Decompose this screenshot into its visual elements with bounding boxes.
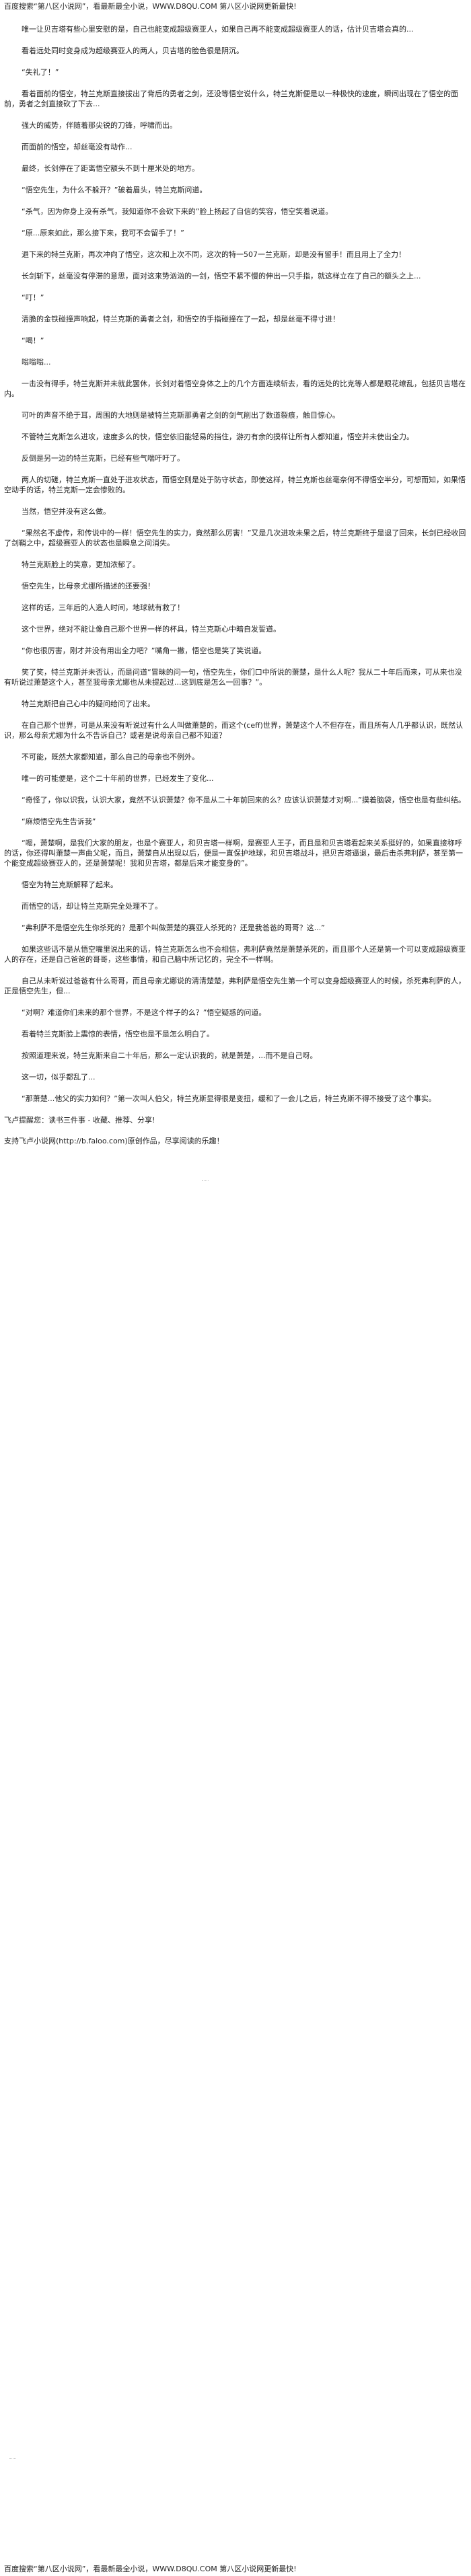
paragraph: 这个世界，绝对不能让像自己那个世界一样的杯具，特兰克斯心中暗自发誓道。: [22, 625, 281, 634]
site-support-link[interactable]: 支持飞卢小说网(http://b.faloo.com)原创作品，尽享阅读的乐趣！: [4, 1137, 224, 1145]
paragraph: 悟空为特兰克斯解释了起来。: [22, 880, 118, 889]
paragraph: 按照道理来说，特兰克斯来自二十年后，那么一定认识我的，就是萧楚，...而不是自己…: [22, 1051, 318, 1060]
paragraph: 最终，长剑停在了距离悟空额头不到十厘米处的地方。: [22, 164, 199, 173]
paragraph: “杀气，因为你身上没有杀气，我知道你不会砍下来的”脸上扬起了自信的笑容，悟空笑着…: [22, 207, 333, 216]
paragraph: 笑了笑，特兰克斯并未否认，而是问道“冒昧的问一句，悟空先生，你们口中所说的萧楚，…: [4, 668, 462, 687]
paragraph: 而面前的悟空，却丝毫没有动作...: [22, 143, 133, 151]
paragraph: 这一切，似乎都乱了...: [22, 1073, 96, 1082]
paragraph: “你也很厉害，刚才并没有用出全力吧？”嘴角一撇，悟空也是笑了笑说道。: [22, 646, 266, 655]
paragraph: 在自己那个世界，可是从来没有听说过有什么人叫做萧楚的，而这个(ceff)世界，萧…: [4, 721, 463, 740]
paragraph: 唯一让贝吉塔有些心里安慰的是，自己也能变成超级赛亚人，如果自己再不能变成超级赛亚…: [22, 25, 414, 34]
paragraph: 特兰克斯把自己心中的疑问给问了出来。: [22, 699, 155, 708]
paragraph: 不管特兰克斯怎么进攻，速度多么的快，悟空依旧能轻易的挡住，游刃有余的摸样让所有人…: [22, 432, 414, 441]
paragraph: 长剑斩下，丝毫没有停滞的意思，面对这来势汹汹的一剑，悟空不紧不慢的伸出一只手指，…: [22, 272, 421, 280]
paragraph: 特兰克斯脸上的笑意，更加浓郁了。: [22, 560, 140, 569]
paragraph: “麻烦悟空先生告诉我”: [22, 817, 96, 826]
paragraph: “悟空先生，为什么不躲开？”破着眉头，特兰克斯问道。: [22, 186, 207, 194]
paragraph: 自己从未听说过爸爸有什么哥哥，而且母亲尤娜说的清清楚楚，弗利萨是悟空先生第一个可…: [4, 977, 466, 995]
paragraph: 强大的威势，伴随着那尖锐的刀锋，呼啸而出。: [22, 121, 177, 130]
paragraph: 反倒是另一边的特兰克斯，已经有些气喘吁吁了。: [22, 454, 184, 463]
paragraph: 可叶的声音不绝于耳，周围的大地则是被特兰克斯那勇者之剑的剑气削出了数道裂痕，触目…: [22, 411, 340, 420]
site-banner-bottom: 百度搜索“第八区小说网”，看最新最全小说，WWW.D8QU.COM 第八区小说网…: [4, 2565, 297, 2573]
divider-mark: [9, 2458, 16, 2461]
paragraph: 退下来的特兰克斯，再次冲向了悟空，这次和上次不同，这次的特一507一兰克斯，却是…: [22, 250, 406, 259]
paragraph: 如果这些话不是从悟空嘴里说出来的话，特兰克斯怎么也不会相信，弗利萨竟然是萧楚杀死…: [4, 945, 466, 964]
reading-tip: 飞卢提醒您：读书三件事 - 收藏、推荐、分享!: [4, 1116, 155, 1125]
paragraph: 一击没有得手，特兰克斯并未就此罢休，长剑对着悟空身体之上的几个方面连续斩去，看的…: [4, 379, 466, 398]
paragraph: “原...原来如此，那么接下来，我可不会留手了！”: [22, 229, 184, 237]
paragraph: 看着特兰克斯脸上震惊的表情，悟空也是不是怎么明白了。: [22, 1030, 214, 1038]
paragraph: “叮！”: [22, 293, 44, 302]
paragraph: 不可能，既然大家都知道，那么自己的母亲也不例外。: [22, 753, 199, 761]
paragraph: 嗡嗡嗡...: [22, 358, 51, 367]
paragraph: 而悟空的话，却让特兰克斯完全处理不了。: [22, 902, 162, 911]
paragraph: 看着面前的悟空，特兰克斯直接拔出了背后的勇者之剑，还没等悟空说什么，特兰克斯便是…: [4, 89, 458, 108]
paragraph: “弗利萨不是悟空先生你杀死的？是那个叫做萧楚的赛亚人杀死的？还是我爸爸的哥哥？这…: [22, 923, 325, 932]
paragraph: “奇怪了，你以识我，认识大家，竟然不认识萧楚？你不是从二十年前回来的么？应该认识…: [22, 796, 466, 804]
chapter-content: 唯一让贝吉塔有些心里安慰的是，自己也能变成超级赛亚人，如果自己再不能变成超级赛亚…: [4, 24, 467, 1157]
paragraph: 这样的话，三年后的人造人时间，地球就有救了！: [22, 603, 184, 612]
paragraph: 看着远处同时变身成为超级赛亚人的两人，贝吉塔的脸色很是阴沉。: [22, 46, 244, 55]
paragraph: “嗯，萧楚啊，是我们大家的朋友，也是个赛亚人，和贝吉塔一样啊，是赛亚人王子，而且…: [4, 839, 463, 868]
paragraph: 当然，悟空并没有这么做。: [22, 507, 110, 516]
paragraph: “那萧楚...他父的实力如何？”第一次叫人伯父，特兰克斯显得很是变扭，缓和了一会…: [22, 1094, 436, 1103]
paragraph: 悟空先生，比母亲尤娜所描述的还要强！: [22, 582, 155, 591]
divider-mark: [202, 1180, 209, 1183]
paragraph: 清脆的金铁碰撞声响起，特兰克斯的勇者之剑，和悟空的手指碰撞在了一起，却是丝毫不得…: [22, 315, 340, 324]
paragraph: “失礼了！”: [22, 68, 59, 77]
paragraph: “对啊？难道你们未来的那个世界，不是这个样子的么？”悟空疑惑的问道。: [22, 1008, 266, 1017]
paragraph: 唯一的可能便是，这个二十年前的世界，已经发生了变化...: [22, 774, 214, 783]
paragraph: 两人的切磋，特兰克斯一直处于进攻状态，而悟空则是处于防守状态，即使这样，特兰克斯…: [4, 476, 466, 494]
paragraph: “喝！”: [22, 336, 44, 345]
paragraph: “果然名不虚传，和传说中的一样！悟空先生的实力，竟然那么厉害！”又是几次进攻未果…: [4, 529, 466, 547]
site-banner-top: 百度搜索“第八区小说网”，看最新最全小说，WWW.D8QU.COM 第八区小说网…: [4, 2, 297, 11]
